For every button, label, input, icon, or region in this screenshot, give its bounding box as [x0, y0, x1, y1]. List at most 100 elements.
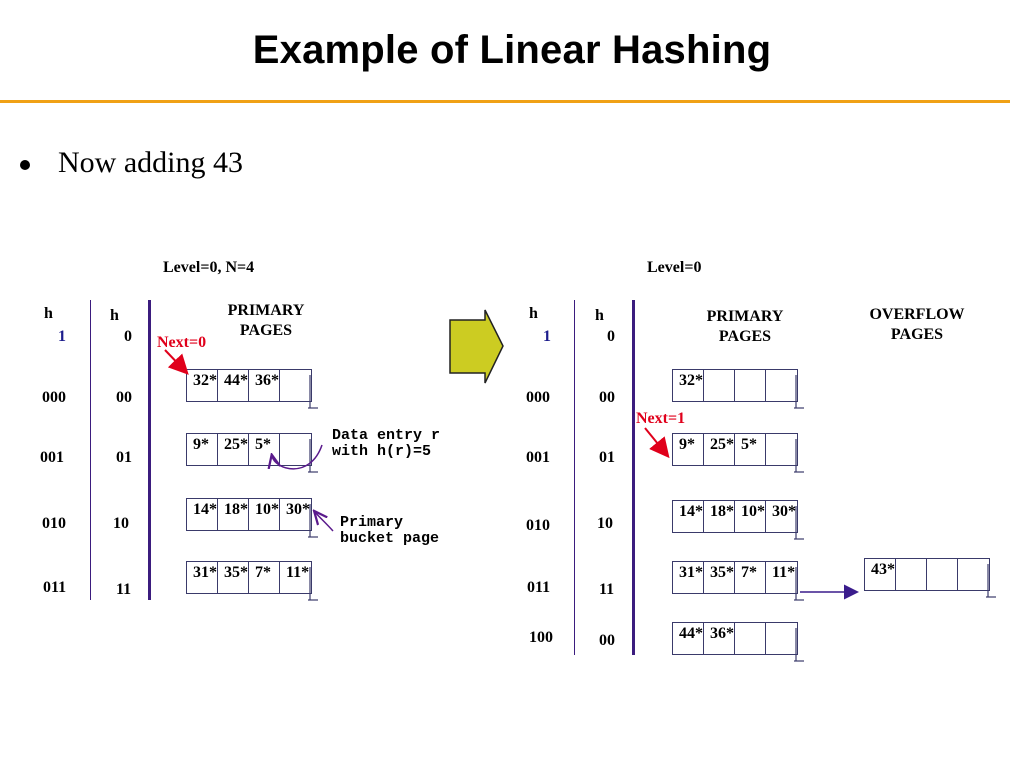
left-annotation-entry-line2: with h(r)=5	[332, 443, 432, 461]
bullet-icon	[20, 160, 30, 170]
right-h1-code-1: 001	[526, 449, 550, 466]
bucket-slot: 9*	[187, 434, 218, 465]
left-h1-divider	[90, 300, 91, 600]
left-bucket-2: 14*18*10* 30*	[186, 498, 312, 531]
right-h0-divider	[632, 300, 635, 655]
bucket-slot: 43*	[865, 559, 896, 590]
left-h0-code-2: 10	[113, 515, 129, 532]
right-next-pointer-label: Next=1	[636, 410, 686, 427]
left-level-label: Level=0, N=4	[163, 259, 255, 276]
left-annotation-bucket: Primary bucket page	[340, 514, 440, 548]
left-h0-code-3: 11	[116, 581, 132, 598]
left-h1-letter: h	[44, 305, 53, 322]
left-primary-label: PRIMARY PAGES	[206, 303, 326, 339]
bucket-slot: 30*	[286, 501, 310, 518]
right-h1-code-2: 010	[526, 517, 550, 534]
right-bucket-0: 32*	[672, 369, 798, 402]
bucket-slot: 30*	[772, 503, 796, 520]
bucket-slot: 25*	[218, 434, 249, 465]
bucket-slot: 7*	[249, 562, 280, 593]
left-annotation-entry-line1: Data entry r	[332, 427, 441, 444]
left-h0-code-1: 01	[116, 449, 132, 466]
right-h0-code-4: 00	[599, 632, 615, 649]
right-h1-sub: 1	[543, 328, 551, 345]
right-bucket-4: 44*36*	[672, 622, 798, 655]
right-bucket-3: 31*35*7*11*	[672, 561, 798, 594]
left-primary-label-line1: PRIMARY	[227, 302, 305, 319]
bucket-slot: 36*	[704, 623, 735, 654]
bucket-slot: 35*	[704, 562, 735, 593]
bucket-slot: 14*	[187, 499, 218, 530]
bucket-slot: 36*	[249, 370, 280, 401]
right-h0-letter: h	[595, 307, 604, 324]
left-h0-divider	[148, 300, 151, 600]
left-annotation-entry: Data entry r with h(r)=5	[332, 427, 441, 461]
right-next-pointer-arrow	[644, 427, 670, 459]
bucket-slot: 35*	[218, 562, 249, 593]
bucket-slot: 18*	[218, 499, 249, 530]
bucket-slot	[735, 370, 766, 401]
bucket-slot: 18*	[704, 501, 735, 532]
left-h1-code-0: 000	[42, 389, 66, 406]
bucket-slot: 32*	[673, 370, 704, 401]
right-h0-sub: 0	[607, 328, 615, 345]
bucket-slot: 31*	[187, 562, 218, 593]
left-annotation-bucket-line1: Primary	[340, 514, 404, 531]
bucket-slot: 5*	[249, 434, 280, 465]
bucket-slot	[735, 623, 766, 654]
left-bucket-0: 32*44*36*	[186, 369, 312, 402]
left-h0-code-0: 00	[116, 389, 132, 406]
bucket-slot: 9*	[673, 434, 704, 465]
bucket-slot: 11*	[286, 564, 310, 581]
right-h0-code-3: 11	[599, 581, 615, 598]
right-bucket-2: 14*18*10* 30*	[672, 500, 798, 533]
right-level-label: Level=0	[647, 259, 702, 276]
left-h1-code-3: 011	[43, 579, 67, 596]
left-next-pointer-label: Next=0	[157, 334, 207, 351]
right-overflow-label: OVERFLOW PAGES	[852, 307, 982, 343]
right-h0-code-2: 10	[597, 515, 613, 532]
right-primary-label-line1: PRIMARY	[706, 308, 784, 325]
right-overflow-label-line1: OVERFLOW	[869, 306, 965, 323]
left-h1-code-2: 010	[42, 515, 66, 532]
entry-annotation-arrow	[272, 444, 323, 470]
left-h0-letter: h	[110, 307, 119, 324]
bucket-slot: 44*	[673, 623, 704, 654]
left-h1-code-1: 001	[40, 449, 64, 466]
right-h1-code-4: 100	[529, 629, 553, 646]
bucket-slot: 7*	[735, 562, 766, 593]
slide-title: Example of Linear Hashing	[252, 28, 772, 72]
right-h0-code-1: 01	[599, 449, 615, 466]
right-h1-code-0: 000	[526, 389, 550, 406]
bucket-slot	[704, 370, 735, 401]
bucket-slot: 14*	[673, 501, 704, 532]
bucket-slot	[896, 559, 927, 590]
right-h0-code-0: 00	[599, 389, 615, 406]
bucket-slot: 32*	[187, 370, 218, 401]
bucket-slot: 11*	[772, 564, 796, 581]
right-h1-divider	[574, 300, 575, 655]
right-h1-letter: h	[529, 305, 538, 322]
left-bucket-3: 31*35*7* 11*	[186, 561, 312, 594]
bucket-slot	[927, 559, 958, 590]
bucket-slot: 10*	[249, 499, 280, 530]
right-overflow-label-line2: PAGES	[890, 326, 944, 343]
right-primary-label-line2: PAGES	[718, 328, 772, 345]
left-primary-label-line2: PAGES	[239, 322, 293, 339]
bucket-slot: 5*	[735, 434, 766, 465]
overflow-bucket: 43*	[864, 558, 990, 591]
bullet-text: Now adding 43	[58, 146, 243, 179]
bucket-slot: 44*	[218, 370, 249, 401]
bucket-slot: 10*	[735, 501, 766, 532]
right-primary-label: PRIMARY PAGES	[685, 309, 805, 345]
bucket-slot: 25*	[704, 434, 735, 465]
left-annotation-bucket-line2: bucket page	[340, 530, 440, 548]
left-next-pointer-arrow	[164, 349, 189, 375]
left-h0-sub: 0	[124, 328, 132, 345]
left-bucket-1: 9*25*5*	[186, 433, 312, 466]
bucket-annotation-arrow	[315, 512, 334, 532]
title-divider	[0, 100, 1010, 103]
transition-arrow-icon	[449, 309, 504, 384]
left-h1-sub: 1	[58, 328, 66, 345]
